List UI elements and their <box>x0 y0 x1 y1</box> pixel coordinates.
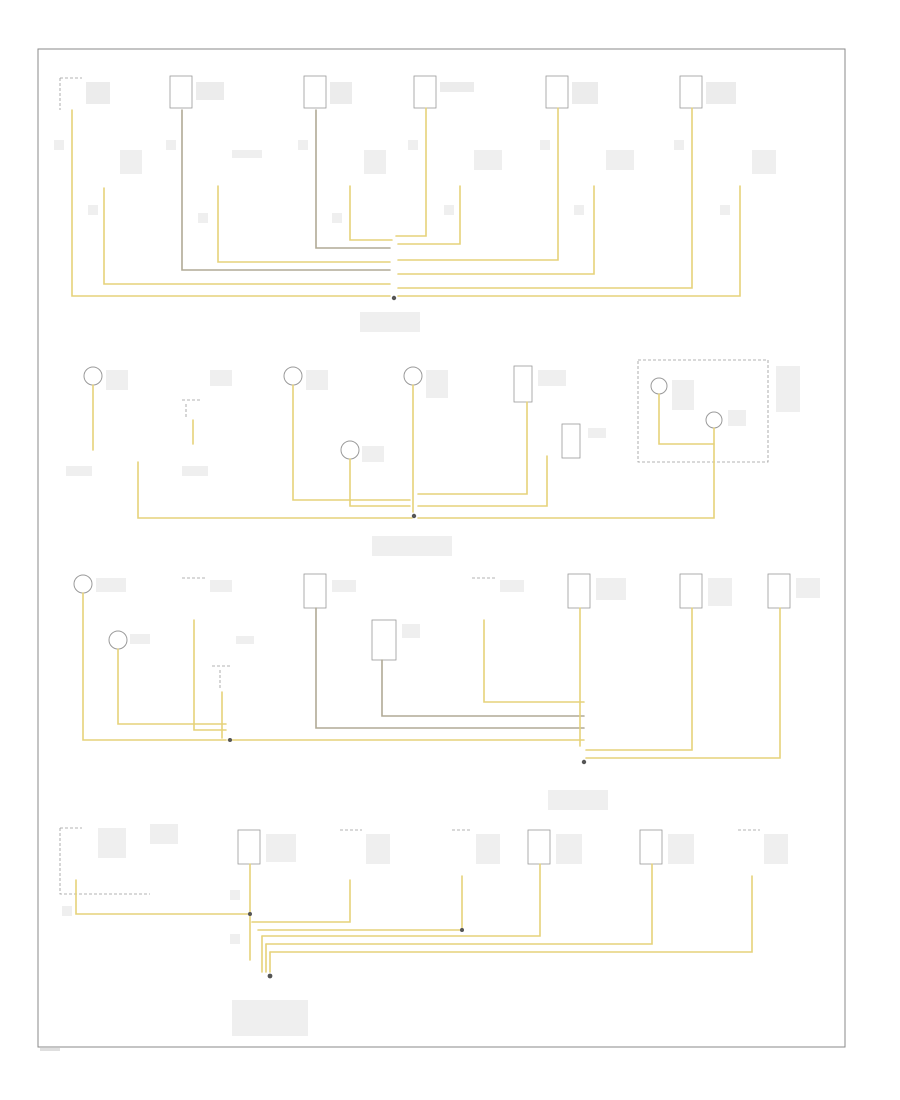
ground-point-2 <box>411 513 417 519</box>
ground-point-3a <box>228 738 232 742</box>
ground-point-4a <box>248 912 252 916</box>
lamp-icon-2f <box>340 440 360 460</box>
component-box-2d <box>513 365 533 403</box>
component-box-1c <box>303 75 352 109</box>
component-box-4e <box>527 829 551 865</box>
component-box-1b <box>169 75 224 109</box>
lamp-icon-2c <box>403 366 423 386</box>
lamp-icon-2g <box>650 377 668 395</box>
ground-point-4c <box>267 973 273 979</box>
ground-group-1 <box>54 75 776 332</box>
component-box-1a <box>59 77 110 110</box>
lamp-icon-3h <box>108 630 128 650</box>
component-box-3g <box>767 573 791 609</box>
ground-point-3b <box>581 759 587 765</box>
ground-group-4 <box>59 824 788 1036</box>
diagram-frame <box>37 48 846 1048</box>
diagram-code-mark <box>40 1048 60 1051</box>
ground-point-4b <box>460 928 464 932</box>
ground-group-2 <box>66 359 800 556</box>
lamp-icon-2b <box>283 366 303 386</box>
component-box-4f <box>639 829 663 865</box>
component-box-1d <box>413 75 474 109</box>
component-box-1e <box>545 75 598 109</box>
lamp-icon-2h <box>705 411 723 429</box>
ground-group-3 <box>73 573 820 810</box>
lamp-icon-2a <box>83 366 103 386</box>
component-box-3i <box>371 619 397 661</box>
ground-point-1 <box>391 295 397 301</box>
component-box-3c <box>303 573 327 609</box>
component-box-3e <box>567 573 591 609</box>
component-box-1f <box>679 75 736 109</box>
component-box-4b <box>237 829 261 865</box>
component-box-2e <box>561 423 581 459</box>
lamp-icon-3a <box>73 574 93 594</box>
component-box-3f <box>679 573 703 609</box>
assembly-outline-2 <box>637 359 769 463</box>
